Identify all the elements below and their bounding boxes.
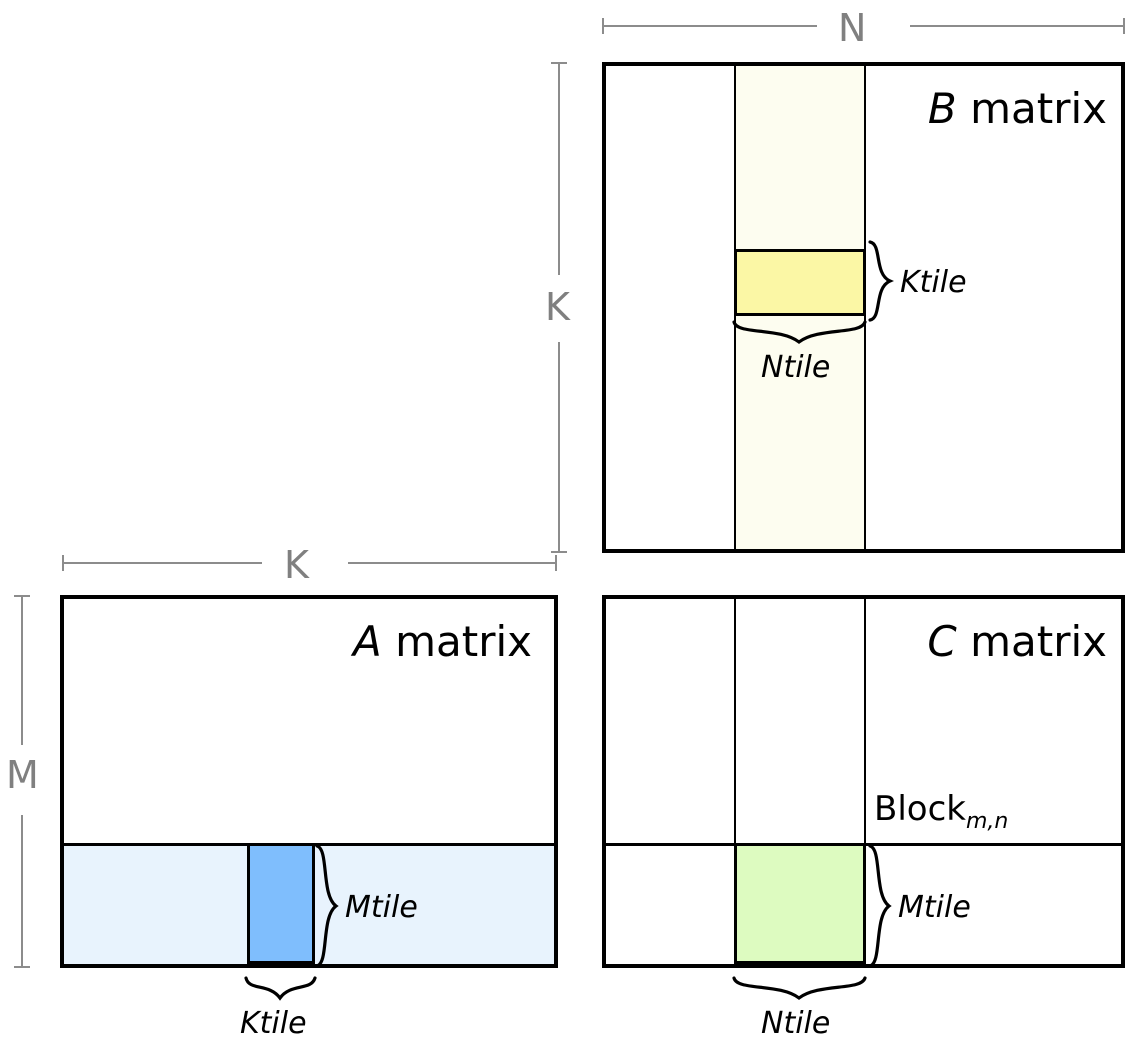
a-tile-highlight	[247, 843, 315, 964]
dimension-cap-k-horiz-left	[62, 555, 64, 571]
dimension-label-n: N	[838, 6, 867, 50]
b-ntile-brace	[732, 320, 867, 344]
dimension-cap-k-horiz-right	[555, 555, 557, 571]
a-ktile-label: Ktile	[240, 1006, 307, 1041]
dimension-line-m-top	[21, 595, 23, 745]
dimension-line-k-vert-top	[558, 62, 560, 275]
b-ktile-brace	[868, 240, 894, 322]
dimension-label-k-vertical: K	[545, 285, 570, 329]
dimension-label-m: M	[6, 753, 39, 797]
a-ktile-brace	[244, 976, 317, 1001]
a-matrix-label: A matrix	[353, 617, 532, 666]
b-ntile-label: Ntile	[761, 350, 831, 385]
c-ntile-label: Ntile	[761, 1006, 831, 1041]
dimension-cap-n-left	[602, 18, 604, 34]
c-column-line-left	[734, 599, 736, 964]
c-block-label-subscript: m,n	[965, 808, 1009, 834]
dimension-line-k-horiz-right	[348, 562, 557, 564]
c-matrix-label: C matrix	[927, 617, 1107, 666]
b-tile-highlight	[734, 249, 866, 316]
c-ntile-brace	[732, 976, 867, 1000]
a-mtile-brace	[315, 844, 339, 968]
dimension-line-n-left	[602, 25, 817, 27]
c-block-label: Blockm,n	[874, 789, 1008, 834]
b-matrix-label-rest: matrix	[956, 84, 1107, 133]
dimension-cap-k-vert-top	[551, 62, 567, 64]
c-mtile-brace	[868, 844, 892, 968]
a-matrix-label-italic: A	[353, 617, 382, 666]
c-matrix-label-italic: C	[927, 617, 957, 666]
dimension-cap-k-vert-bottom	[551, 551, 567, 553]
b-matrix-label: B matrix	[928, 84, 1107, 133]
dimension-cap-n-right	[1123, 18, 1125, 34]
b-matrix-box: B matrix	[602, 62, 1125, 553]
dimension-line-m-bottom	[21, 815, 23, 968]
c-block-label-text: Block	[874, 789, 966, 829]
a-matrix-box: A matrix	[60, 595, 558, 968]
dimension-cap-m-bottom	[14, 966, 30, 968]
c-matrix-label-rest: matrix	[956, 617, 1107, 666]
dimension-line-k-vert-bottom	[558, 342, 560, 553]
dimension-cap-m-top	[14, 595, 30, 597]
c-mtile-label: Mtile	[898, 890, 971, 925]
dimension-line-k-horiz-left	[62, 562, 262, 564]
c-tile-highlight	[734, 843, 866, 964]
a-mtile-label: Mtile	[345, 890, 418, 925]
c-matrix-box: C matrix Blockm,n	[602, 595, 1125, 968]
c-column-line-right	[864, 599, 866, 964]
dimension-label-k-horizontal: K	[284, 543, 309, 587]
b-ktile-label: Ktile	[900, 265, 967, 300]
a-matrix-label-rest: matrix	[381, 617, 532, 666]
b-matrix-label-italic: B	[927, 84, 957, 133]
dimension-line-n-right	[910, 25, 1125, 27]
